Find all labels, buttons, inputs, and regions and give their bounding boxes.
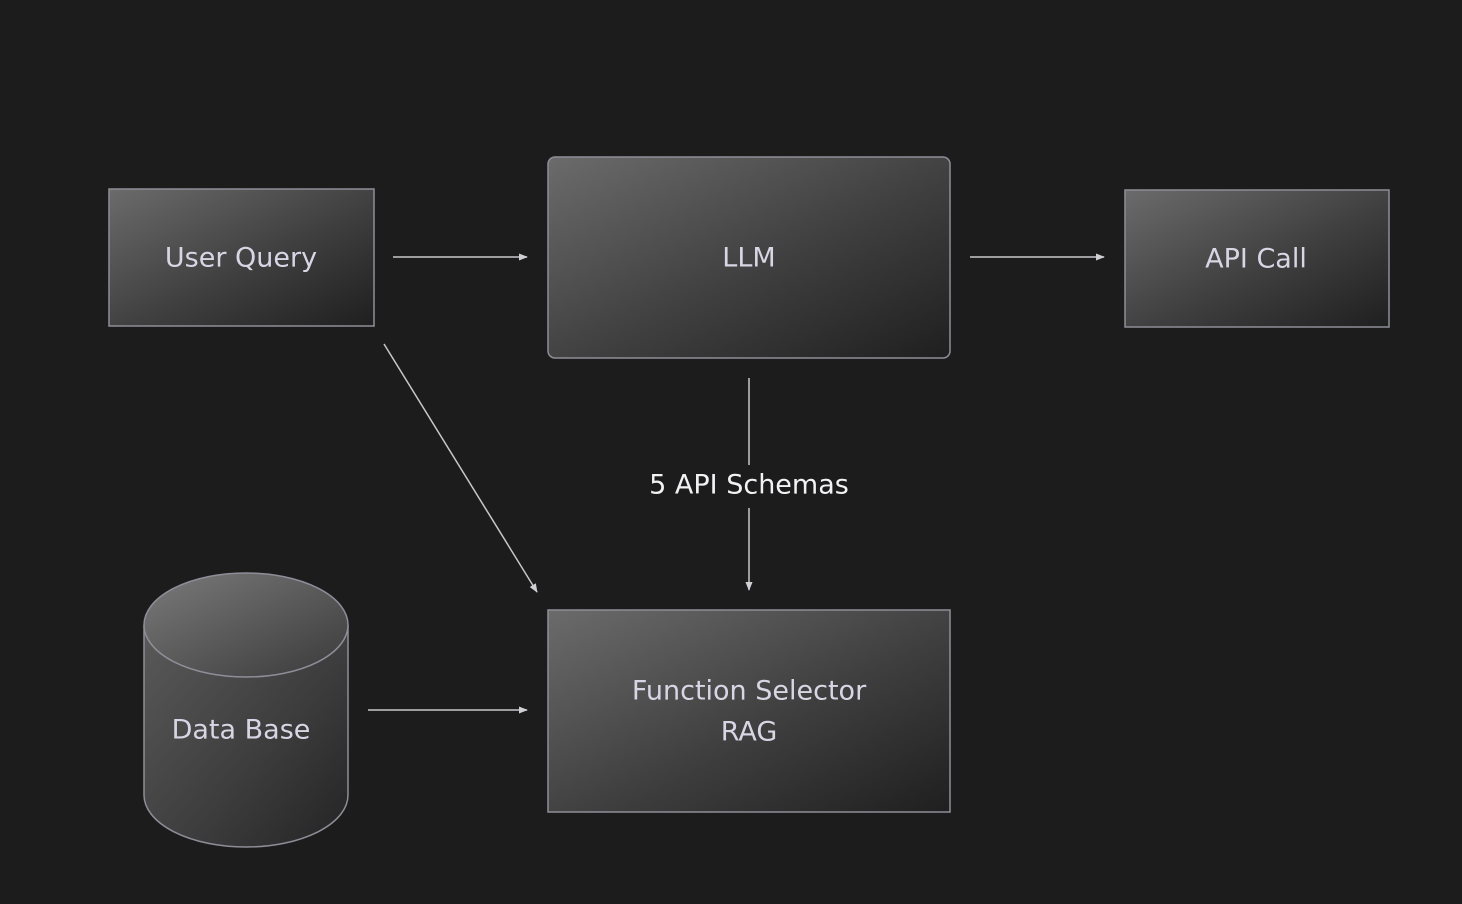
llm-label: LLM <box>722 243 775 274</box>
function-selector-label: Function Selector <box>632 676 867 707</box>
api-call-label: API Call <box>1205 244 1307 275</box>
user-query-node: User Query <box>108 188 375 327</box>
edge-user-query-to-selector <box>383 343 538 593</box>
database-node: Data Base <box>143 572 349 848</box>
user-query-label: User Query <box>165 243 317 274</box>
api-schemas-label: 5 API Schemas <box>649 470 849 501</box>
database-label: Data Base <box>172 715 311 746</box>
rag-label: RAG <box>721 717 778 748</box>
llm-node: LLM <box>547 156 951 359</box>
api-call-node: API Call <box>1124 189 1390 328</box>
function-selector-node: Function Selector RAG <box>547 609 951 813</box>
